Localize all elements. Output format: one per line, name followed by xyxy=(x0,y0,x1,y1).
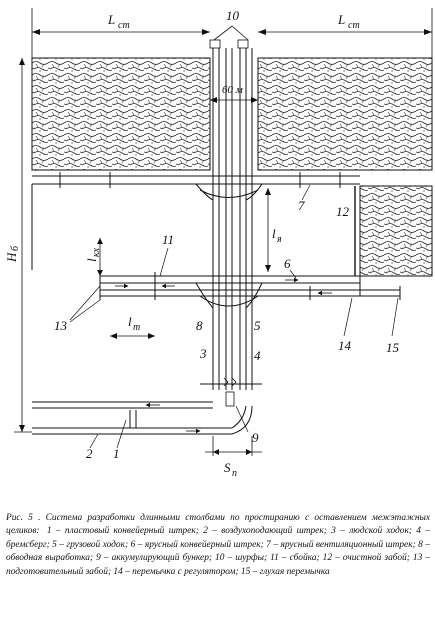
label-14: 14 xyxy=(338,338,352,353)
goaf-zone-lower-right xyxy=(359,185,433,277)
label-4: 4 xyxy=(254,348,261,363)
caption-title: Рис. 5 . Система разработки длинными сто… xyxy=(6,513,430,537)
l-st-left-sub: ст xyxy=(118,20,130,31)
sixty-m-label: 60 м xyxy=(222,84,243,96)
figure-caption: Рис. 5 . Система разработки длинными сто… xyxy=(6,512,430,579)
l-st-right-sub: ст xyxy=(348,20,360,31)
dimension-l-st-right: L ст xyxy=(258,8,433,58)
dimension-l-t: l т xyxy=(110,314,155,339)
label-15: 15 xyxy=(386,340,400,355)
l-t-sub: т xyxy=(133,322,140,333)
l-ya-label: l xyxy=(272,226,276,241)
label-1: 1 xyxy=(113,446,120,461)
label-9: 9 xyxy=(252,430,259,445)
dimension-l-st-left: L ст xyxy=(31,8,210,58)
dimension-l-ya: l я xyxy=(265,188,282,272)
label-8: 8 xyxy=(196,318,203,333)
label-7: 7 xyxy=(298,198,305,213)
h-b-sub: б xyxy=(10,245,21,251)
main-inclines xyxy=(212,48,253,390)
tier-drift xyxy=(99,272,401,300)
l-ya-sub: я xyxy=(276,234,282,245)
tier-drift-arrows xyxy=(115,277,332,296)
label-13: 13 xyxy=(54,318,68,333)
label-11: 11 xyxy=(162,232,174,247)
dimension-s-p: S п xyxy=(205,436,262,479)
upper-drift xyxy=(32,172,360,188)
main-drifts xyxy=(32,401,232,435)
l-st-left-label: L xyxy=(107,12,115,27)
mine-layout-diagram: L ст L ст 10 60 м xyxy=(4,8,433,479)
s-p-label: S xyxy=(224,460,231,475)
dimension-l-kh: l кх xyxy=(84,238,103,276)
dimension-60m: 60 м xyxy=(210,84,258,103)
label-6: 6 xyxy=(284,256,291,271)
label-12: 12 xyxy=(336,204,350,219)
label-10: 10 xyxy=(226,8,240,23)
l-t-label: l xyxy=(128,314,132,329)
l-st-right-label: L xyxy=(337,12,345,27)
goaf-zone-right xyxy=(257,57,433,171)
h-b-label: H xyxy=(4,252,19,263)
l-kh-sub: кх xyxy=(91,247,102,257)
main-drift-arrows xyxy=(145,402,201,434)
l-kh-label: l xyxy=(84,258,99,262)
s-p-sub: п xyxy=(232,468,237,479)
label-5: 5 xyxy=(254,318,261,333)
label-3: 3 xyxy=(199,346,207,361)
label-2: 2 xyxy=(86,446,93,461)
caption-legend: 1 – пластовый конвейерный штрек; 2 – воз… xyxy=(6,526,431,577)
dimension-h-b: H б xyxy=(4,58,32,433)
goaf-zone-left xyxy=(31,57,211,171)
